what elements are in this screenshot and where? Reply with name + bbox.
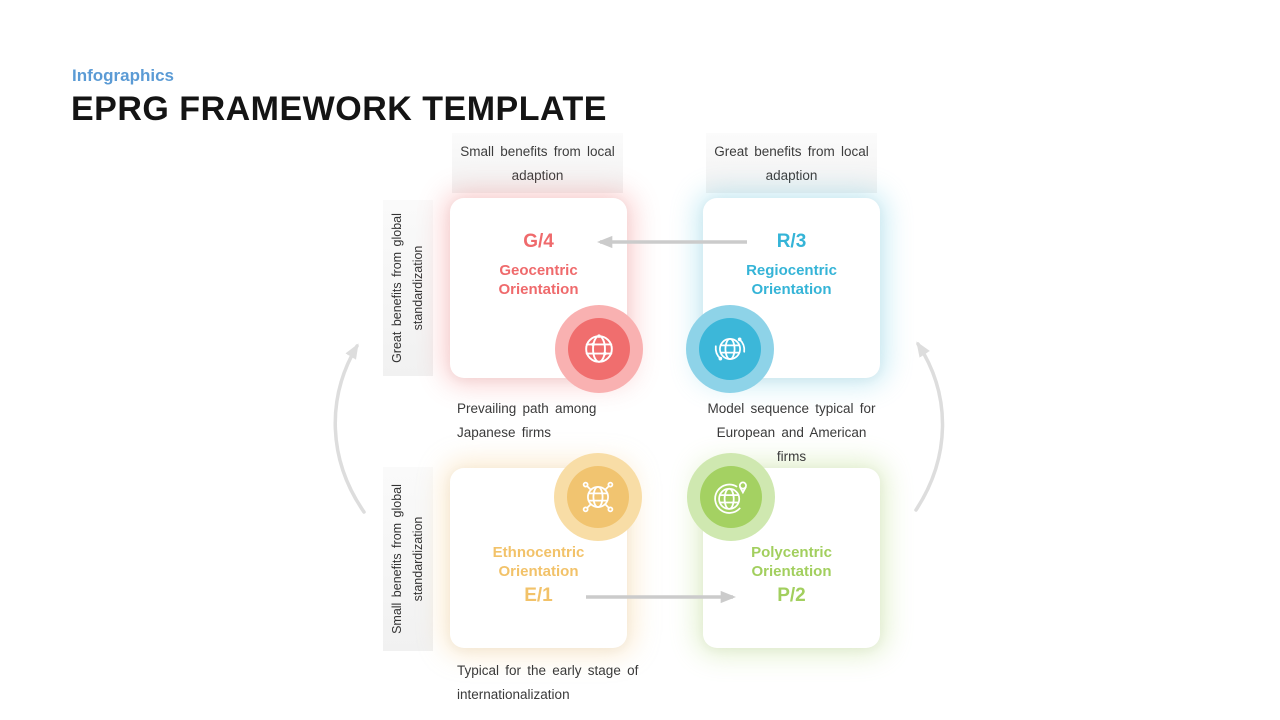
- quadrant-name-line: Orientation: [498, 281, 579, 298]
- quadrant-name: Regiocentric Orientation: [703, 261, 880, 299]
- axis-label-small-global-standardization: Small benefits from global standardizati…: [383, 467, 433, 651]
- globe-pin-icon: [687, 453, 775, 541]
- quadrant-name-line: Ethnocentric: [492, 544, 585, 561]
- caption-line: Japanese firms: [457, 425, 552, 440]
- icon-circle: [699, 318, 761, 380]
- eyebrow-label: Infographics: [72, 66, 175, 85]
- axis-label-line: Small benefits from global: [390, 484, 404, 634]
- globe-pin-glyph: [714, 481, 747, 514]
- axis-label-line: Small benefits from local: [460, 144, 615, 159]
- globe-network-glyph: [582, 481, 614, 513]
- axis-label-rotated-text: Small benefits from global standardizati…: [383, 467, 433, 651]
- quadrant-code: G/4: [523, 231, 554, 252]
- globe-orbit-icon: [686, 305, 774, 393]
- quadrant-name-line: Orientation: [751, 563, 832, 580]
- quadrant-name: Geocentric Orientation: [450, 261, 627, 299]
- axis-label-great-global-standardization: Great benefits from global standardizati…: [383, 200, 433, 376]
- axis-label-line: Great benefits from global: [390, 213, 404, 363]
- curved-arrow-right-up: [914, 341, 945, 512]
- axis-label-line: adaption: [765, 168, 818, 183]
- globe-orbit-glyph: [714, 337, 746, 361]
- globe-network-icon: [554, 453, 642, 541]
- axis-label-rotated-text: Great benefits from global standardizati…: [383, 200, 433, 376]
- caption-internationalization: Typical for the early stage of internati…: [457, 659, 677, 707]
- globe-grid-icon: [555, 305, 643, 393]
- quadrant-name-line: Polycentric: [751, 544, 832, 561]
- icon-circle: [567, 466, 629, 528]
- caption-line: Typical for the early stage of: [457, 663, 639, 678]
- quadrant-code: P/2: [777, 585, 806, 606]
- axis-label-great-local-adaption: Great benefits from local adaption: [706, 133, 877, 193]
- curved-arrow-left-up: [333, 343, 366, 514]
- caption-line: Model sequence typical for: [707, 401, 876, 416]
- quadrant-name-line: Regiocentric: [746, 262, 837, 279]
- caption-line: Prevailing path among: [457, 401, 597, 416]
- axis-label-line: adaption: [511, 168, 564, 183]
- page-title: EPRG FRAMEWORK TEMPLATE: [71, 90, 607, 128]
- icon-circle: [700, 466, 762, 528]
- card-geocentric: G/4 Geocentric Orientation: [450, 198, 627, 378]
- caption-japanese-firms: Prevailing path among Japanese firms: [457, 397, 657, 445]
- quadrant-name-line: Geocentric: [499, 262, 578, 279]
- caption-line: internationalization: [457, 687, 570, 702]
- quadrant-name-line: Orientation: [751, 281, 832, 298]
- quadrant-code: E/1: [524, 585, 553, 606]
- quadrant-code: R/3: [776, 231, 807, 252]
- quadrant-name: Polycentric Orientation: [703, 543, 880, 581]
- caption-line: European and American firms: [716, 425, 867, 464]
- axis-label-small-local-adaption: Small benefits from local adaption: [452, 133, 623, 193]
- quadrant-name-line: Orientation: [498, 563, 579, 580]
- quadrant-name: Ethnocentric Orientation: [450, 543, 627, 581]
- axis-label-line: standardization: [411, 245, 425, 331]
- axis-label-line: Great benefits from local: [714, 144, 869, 159]
- globe-grid-glyph: [585, 334, 613, 363]
- axis-label-line: standardization: [411, 516, 425, 602]
- icon-circle: [568, 318, 630, 380]
- caption-european-american-firms: Model sequence typical for European and …: [700, 397, 883, 469]
